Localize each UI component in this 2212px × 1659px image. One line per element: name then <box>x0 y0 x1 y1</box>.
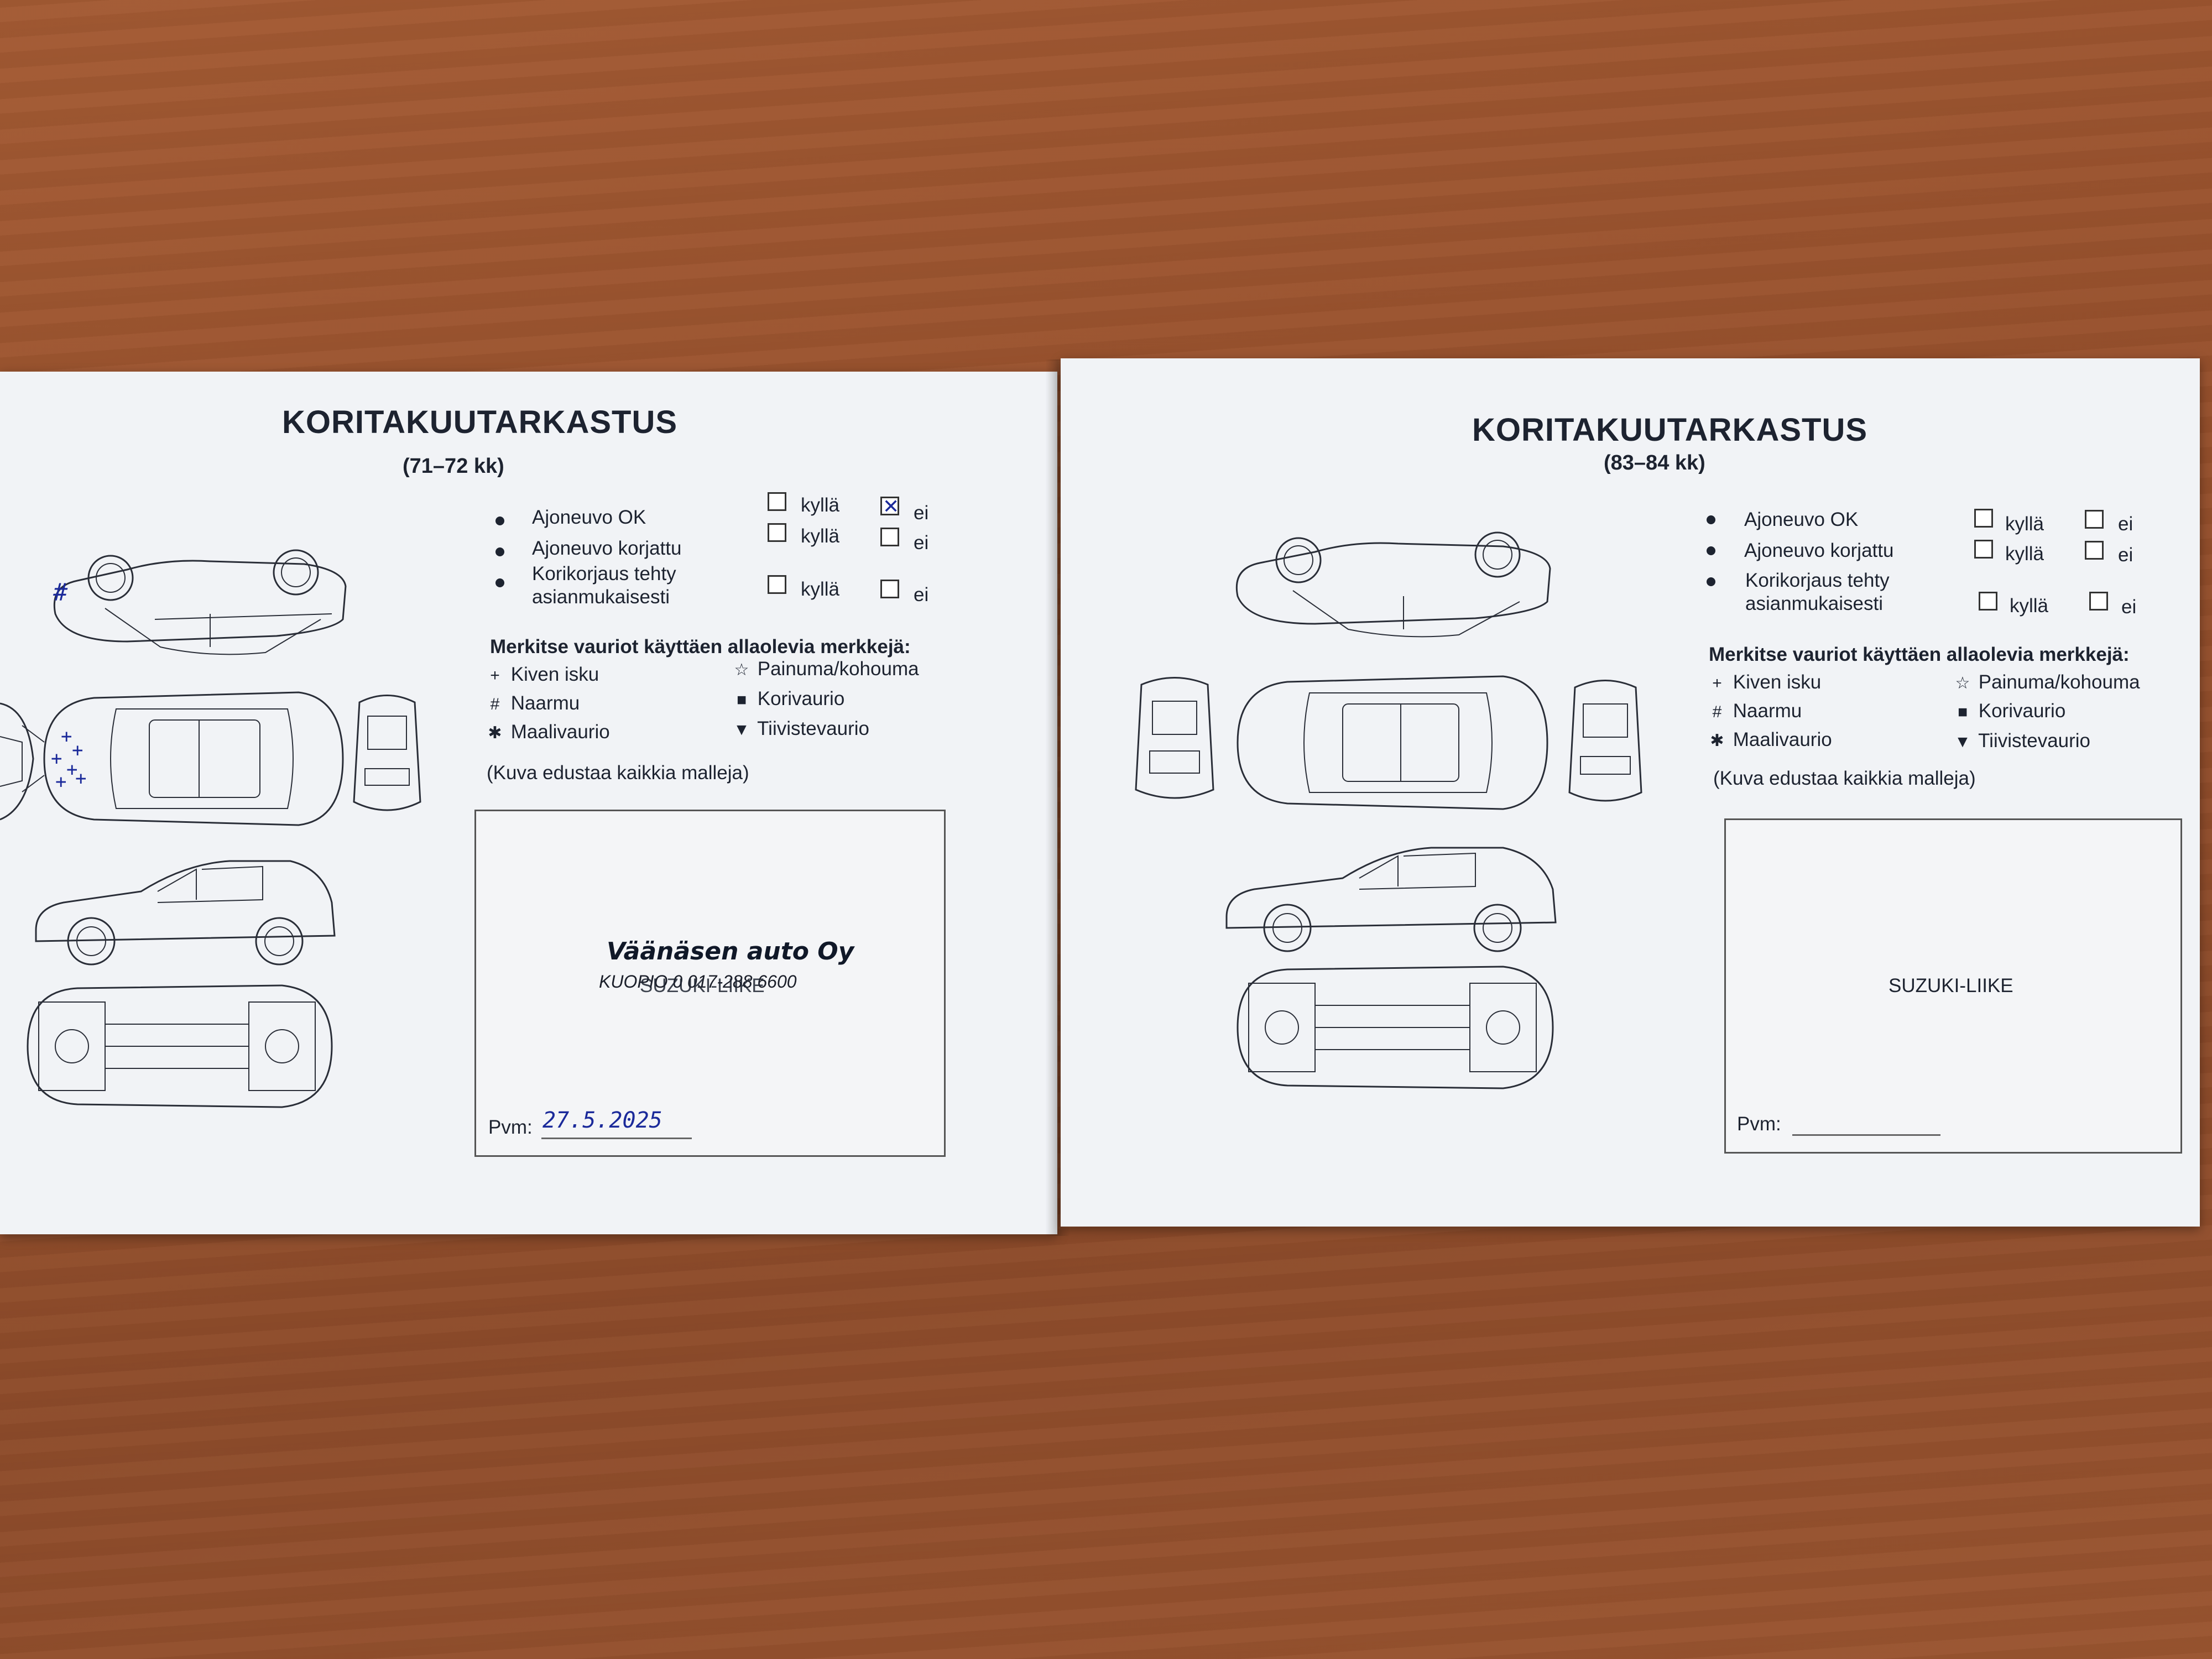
legend-item-scratch: # Naarmu <box>490 692 580 714</box>
legend-item-seal-damage: ▼ Tiivistevaurio <box>1954 730 2091 752</box>
checkbox-body-repair-no[interactable] <box>2089 592 2108 611</box>
legend-item-stone-chip: + Kiven isku <box>490 664 599 685</box>
handwritten-chip-mark: + <box>51 748 62 770</box>
checkbox-vehicle-ok-yes[interactable] <box>768 492 786 511</box>
legend-item-paint-damage: ✱ Maalivaurio <box>1710 729 1832 750</box>
legend-item-body-damage: ■ Korivaurio <box>1957 700 2066 722</box>
bullet <box>1707 515 1715 524</box>
no-label: ei <box>914 502 929 524</box>
checkbox-vehicle-ok-yes[interactable] <box>1974 509 1993 528</box>
no-label: ei <box>2121 596 2137 618</box>
marking-instructions: Merkitse vauriot käyttäen allaolevia mer… <box>490 636 911 658</box>
dealer-stamp-box: Väänäsen auto Oy KUOPIO 0 017-288 6600 S… <box>474 810 946 1157</box>
illustration-note: (Kuva edustaa kaikkia malleja) <box>1713 768 1976 789</box>
yes-label: kyllä <box>801 525 840 547</box>
checkbox-body-repair-yes[interactable] <box>1979 592 1997 611</box>
dealer-stamp-contact: KUOPIO 0 017-288 6600 <box>599 972 797 992</box>
row-label-body-repair-2: asianmukaisesti <box>532 586 670 608</box>
car-rear-view-diagram <box>353 695 421 811</box>
date-line <box>541 1136 692 1139</box>
marking-instructions: Merkitse vauriot käyttäen allaolevia mer… <box>1709 644 2130 665</box>
checkbox-vehicle-repaired-yes[interactable] <box>1974 540 1993 559</box>
date-label: Pvm: <box>1737 1113 1781 1135</box>
bullet <box>495 547 504 556</box>
legend-item-seal-damage: ▼ Tiivistevaurio <box>733 718 870 739</box>
no-label: ei <box>2118 513 2133 535</box>
checkbox-vehicle-repaired-no[interactable] <box>880 528 899 546</box>
row-label-body-repair-2: asianmukaisesti <box>1745 593 1883 614</box>
date-line[interactable] <box>1792 1133 1940 1136</box>
handwritten-chip-mark: + <box>55 771 67 793</box>
checkbox-vehicle-repaired-no[interactable] <box>2085 541 2104 560</box>
handwritten-chip-mark: + <box>61 726 72 748</box>
row-label-body-repair-1: Korikorjaus tehty <box>532 563 676 585</box>
handwritten-chip-mark: + <box>75 768 87 790</box>
row-label-vehicle-ok: Ajoneuvo OK <box>1744 509 1859 530</box>
yes-label: kyllä <box>2005 543 2044 565</box>
checkbox-vehicle-ok-no[interactable] <box>2085 510 2104 529</box>
row-label-body-repair-1: Korikorjaus tehty <box>1745 570 1890 591</box>
handwritten-chip-mark: + <box>72 739 84 761</box>
car-front-view-partial-diagram <box>0 702 34 821</box>
date-value[interactable]: 27.5.2025 <box>542 1108 662 1133</box>
legend-item-paint-damage: ✱ Maalivaurio <box>488 721 610 743</box>
page-title: KORITAKUUTARKASTUS <box>282 404 678 440</box>
yes-label: kyllä <box>2010 595 2049 617</box>
checkbox-vehicle-ok-no[interactable] <box>880 495 899 518</box>
page-period: (83–84 kk) <box>1604 451 1705 474</box>
car-front-view-diagram <box>1135 677 1214 799</box>
booklet-page-left: KORITAKUUTARKASTUS (71–72 kk) Ajoneuvo O… <box>0 372 1057 1234</box>
yes-label: kyllä <box>801 578 840 600</box>
no-label: ei <box>914 532 929 554</box>
checkbox-body-repair-yes[interactable] <box>768 575 786 594</box>
row-label-vehicle-repaired: Ajoneuvo korjattu <box>532 538 682 559</box>
car-side-view-diagram <box>35 860 336 966</box>
booklet-page-right: KORITAKUUTARKASTUS (83–84 kk) Ajoneuvo O… <box>1061 358 2200 1227</box>
page-period: (71–72 kk) <box>403 455 504 478</box>
car-rear-view-diagram <box>1568 680 1642 802</box>
dealer-stamp-box: SUZUKI-LIIKE Pvm: <box>1724 818 2182 1154</box>
no-label: ei <box>914 584 929 606</box>
bullet <box>495 578 504 587</box>
car-side-view-diagram <box>1225 847 1557 952</box>
date-label: Pvm: <box>488 1117 533 1138</box>
dealer-printed-label: SUZUKI-LIIKE <box>640 975 765 997</box>
car-top-view-diagram <box>1237 675 1548 810</box>
bullet <box>495 517 504 525</box>
bullet <box>1707 577 1715 586</box>
car-side-view-mirrored-diagram <box>1235 531 1551 638</box>
legend-item-body-damage: ■ Korivaurio <box>736 688 845 709</box>
legend-item-scratch: # Naarmu <box>1712 700 1802 722</box>
row-label-vehicle-ok: Ajoneuvo OK <box>532 507 646 528</box>
checkbox-body-repair-no[interactable] <box>880 580 899 598</box>
car-side-view-mirrored-diagram <box>53 549 347 655</box>
handwritten-chip-mark: + <box>66 759 78 781</box>
no-label: ei <box>2118 544 2133 566</box>
page-title: KORITAKUUTARKASTUS <box>1472 412 1868 448</box>
checkbox-vehicle-repaired-yes[interactable] <box>768 523 786 542</box>
dealer-printed-label: SUZUKI-LIIKE <box>1888 975 2013 997</box>
handwritten-scratch-mark: # <box>53 578 68 607</box>
dealer-stamp-name: Väänäsen auto Oy <box>607 937 854 966</box>
illustration-note: (Kuva edustaa kaikkia malleja) <box>487 762 749 784</box>
car-underside-view-diagram <box>1237 966 1554 1089</box>
car-underside-view-diagram <box>27 984 333 1108</box>
bullet <box>1707 546 1715 555</box>
legend-item-stone-chip: + Kiven isku <box>1712 671 1822 693</box>
legend-item-dent: ☆ Painuma/kohouma <box>734 658 919 680</box>
yes-label: kyllä <box>801 494 840 516</box>
yes-label: kyllä <box>2005 513 2044 535</box>
legend-item-dent: ☆ Painuma/kohouma <box>1955 671 2140 693</box>
row-label-vehicle-repaired: Ajoneuvo korjattu <box>1744 540 1894 561</box>
